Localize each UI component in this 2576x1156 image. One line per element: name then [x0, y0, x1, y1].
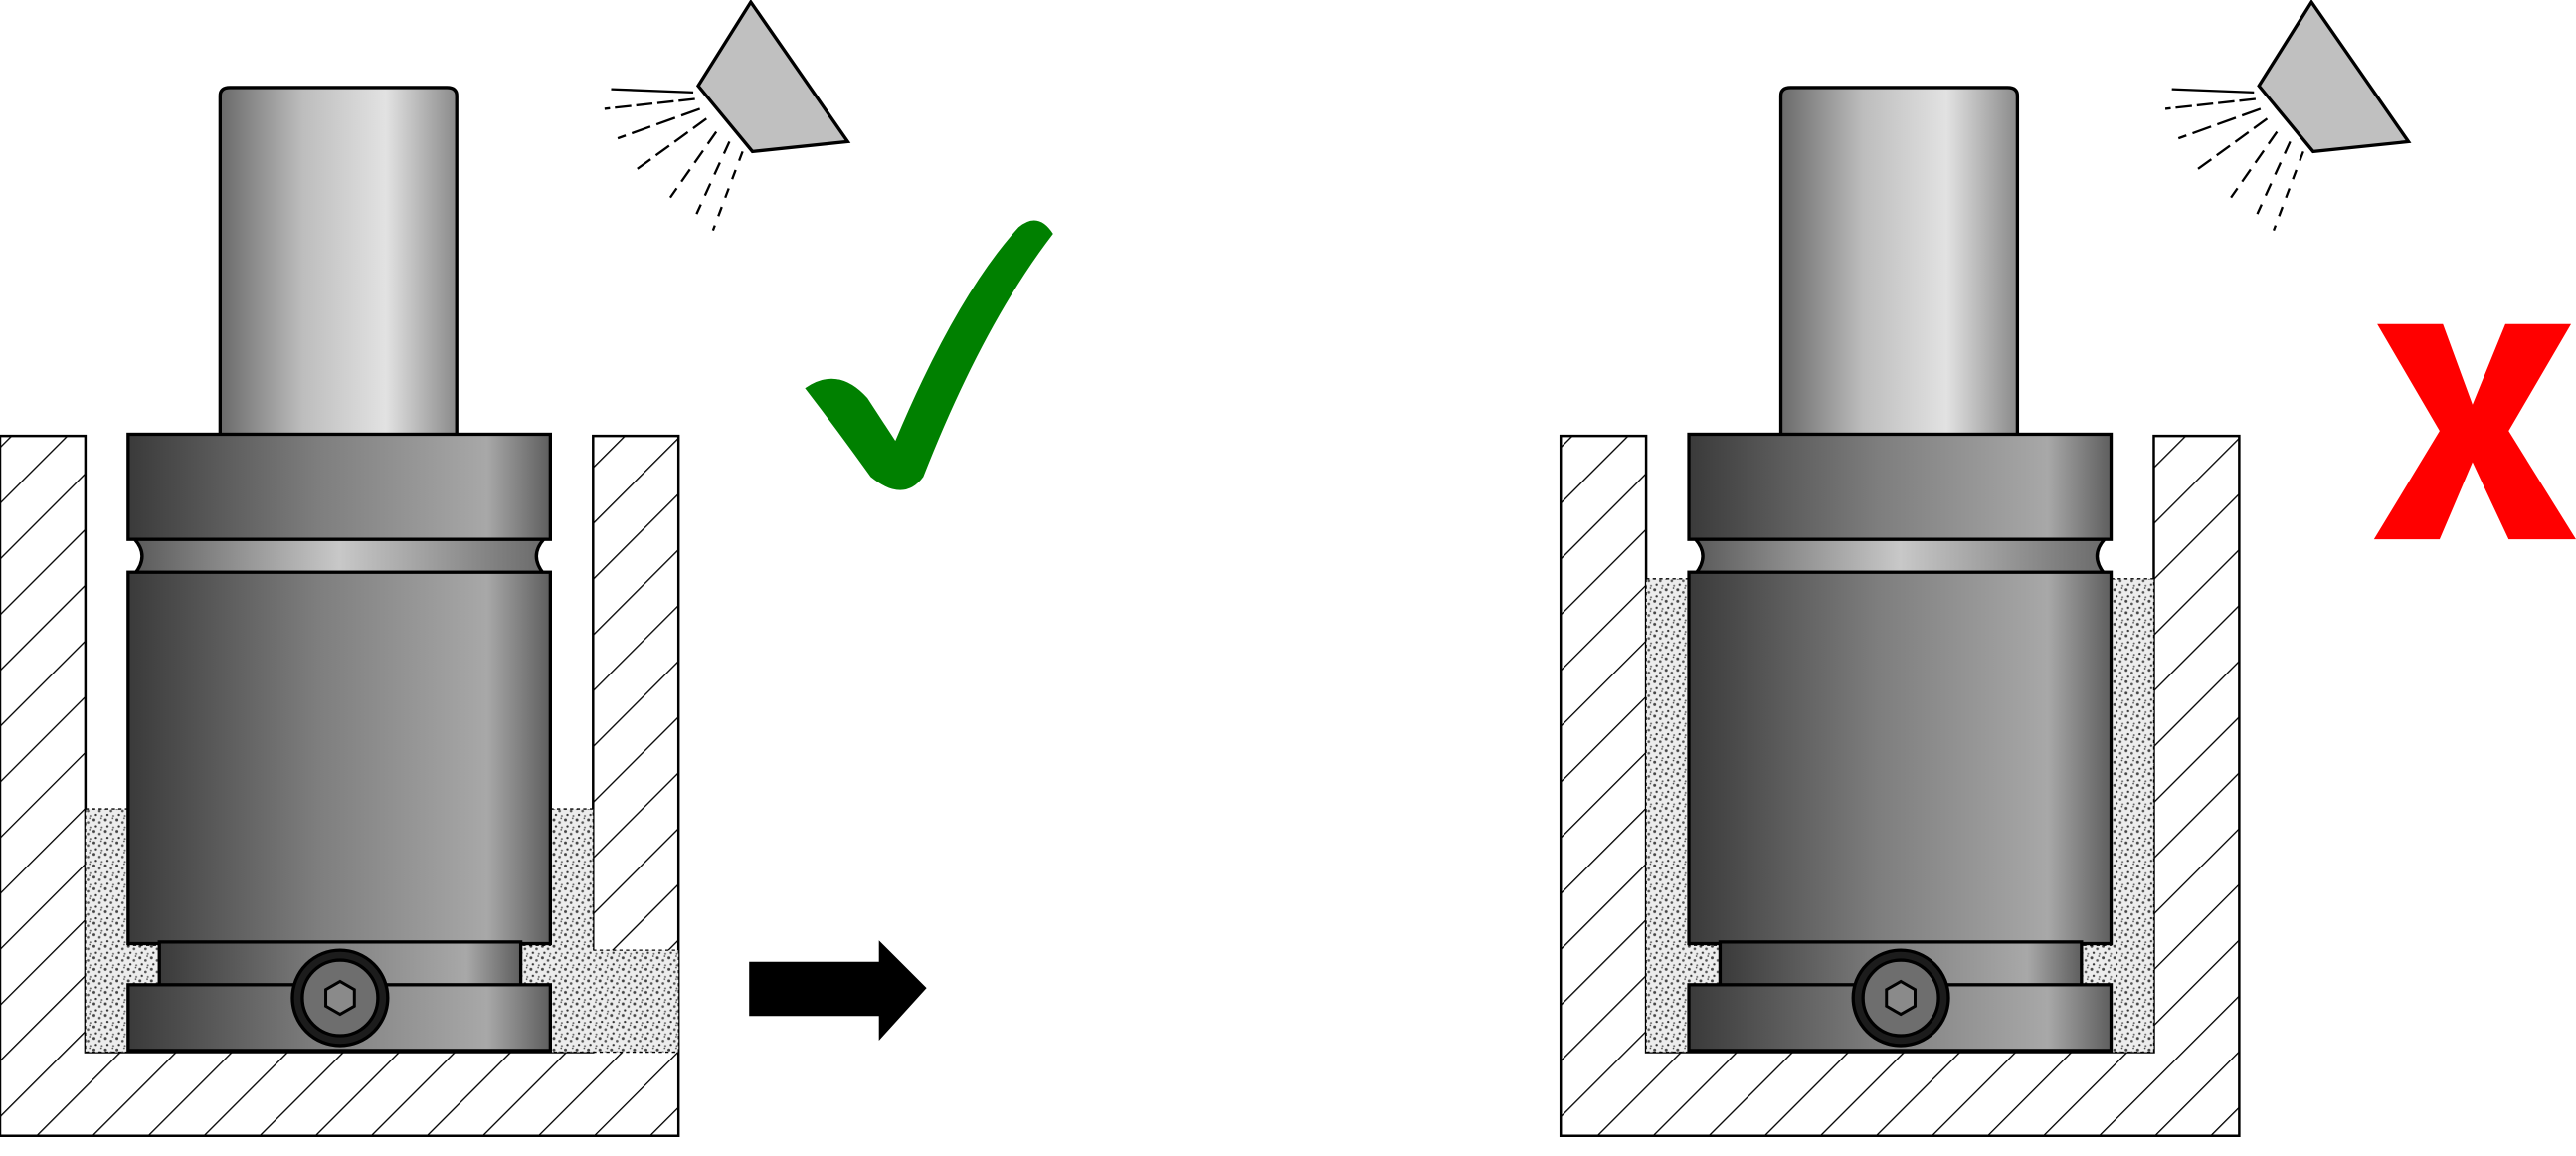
spray-ray [2177, 107, 2262, 140]
locating-pin [218, 86, 459, 438]
main-body [126, 570, 552, 946]
hex-socket [324, 979, 356, 1017]
x-mark-icon [2373, 323, 2576, 540]
panel-incorrect [1559, 0, 2576, 1138]
spray-ray [711, 150, 744, 232]
coolant-spray-icon [604, 0, 851, 232]
hex-socket-screw-icon [1851, 948, 1950, 1048]
nozzle-head [2257, 0, 2412, 154]
spray-ray [2164, 97, 2257, 110]
checkmark-icon [805, 220, 1053, 490]
panel-correct [0, 0, 1053, 1138]
spray-ray [611, 88, 694, 95]
spray-ray [2230, 130, 2279, 199]
groove-neck [130, 537, 548, 576]
upper-collar [1687, 432, 2114, 541]
groove-neck [1691, 537, 2109, 576]
spray-ray [668, 130, 718, 199]
nozzle-head [695, 0, 851, 154]
spray-ray [2171, 88, 2255, 95]
coolant-spray-icon [2164, 0, 2412, 232]
main-body [1687, 570, 2114, 946]
fixture-housing [0, 434, 680, 1138]
hex-socket-screw-icon [290, 948, 390, 1048]
spray-ray [2194, 117, 2269, 173]
locating-pin [1778, 86, 2020, 438]
spray-ray [604, 97, 695, 110]
spray-ray [633, 117, 707, 173]
upper-collar [126, 432, 552, 541]
spray-ray [2272, 150, 2304, 232]
right-arrow-icon [749, 940, 927, 1041]
hex-socket [1885, 979, 1917, 1017]
spray-ray [617, 107, 701, 140]
